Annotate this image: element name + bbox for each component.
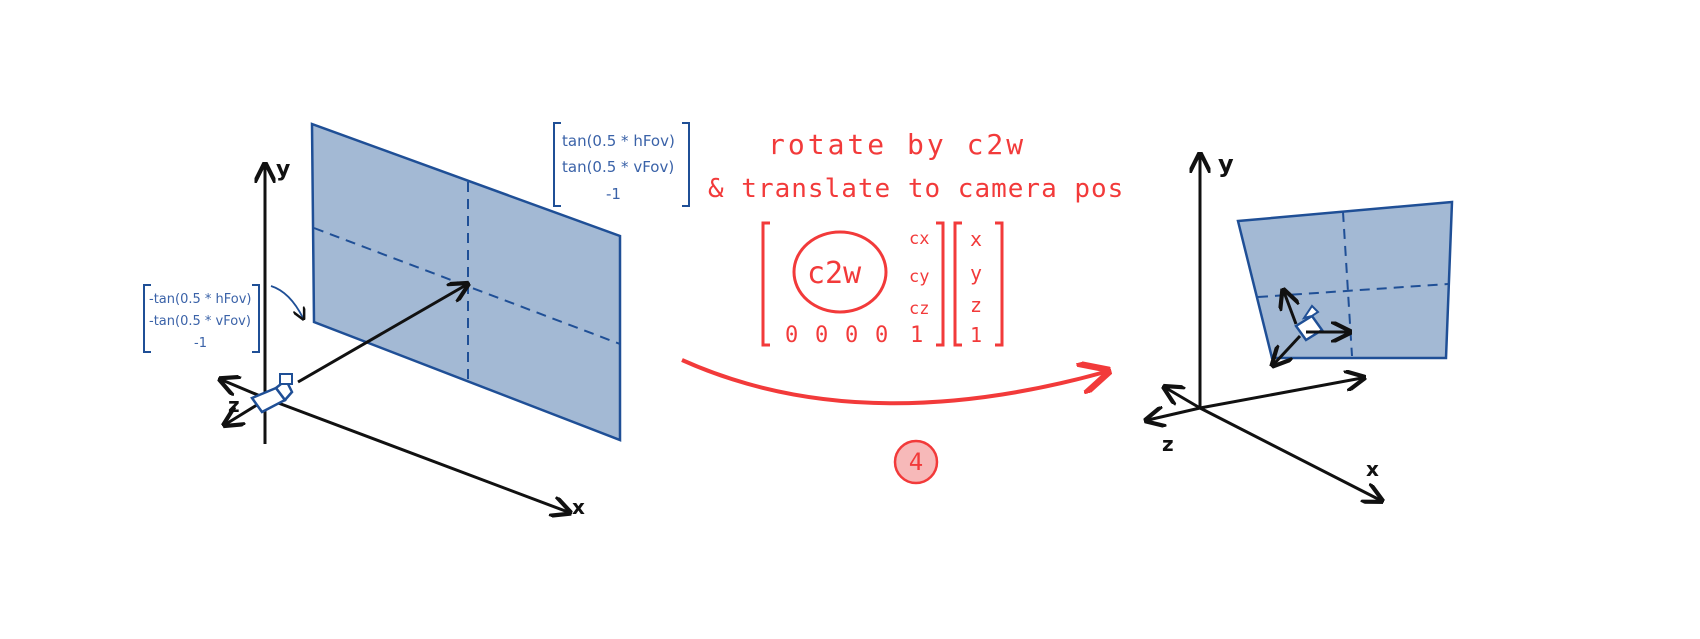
point-vector-entry: x [970,227,982,251]
translation-entry: cz [909,299,929,319]
bottom-row-entry: 0 [785,323,798,348]
right-plane-horizontal-dash [1257,283,1449,298]
bottom-row-entry: 0 [815,323,828,348]
image-plane-vector-row: -1 [606,185,621,203]
corner-vector: -tan(0.5 * hFov) -tan(0.5 * vFov) -1 [143,284,303,353]
translation-entry: cx [909,229,929,249]
left-plane-horizontal-dash [313,227,621,345]
corner-vector-row: -tan(0.5 * vFov) [149,314,251,329]
right-z-axis [1148,408,1201,420]
point-vector-entry: 1 [970,323,982,347]
point-vector-entry: y [970,261,982,285]
left-axis-y-label: y [276,157,290,182]
c2w-matrix: c2w cx cy cz 0 0 0 0 1 [761,221,945,348]
bottom-row-entry: 0 [875,323,888,348]
right-scene: y z x [1148,150,1454,500]
point-vector-entry: z [970,293,982,317]
step-number: 4 [909,448,923,476]
transform-title-line1: rotate by c2w [768,128,1026,161]
right-x-axis [1199,406,1380,500]
left-camera-icon [250,373,294,414]
bottom-row-entry: 0 [845,323,858,348]
right-axis-x-label: x [1366,457,1379,481]
transform-title-line2: & translate to camera pos [708,174,1124,204]
left-camera-ray [297,285,466,384]
transform-annotation: rotate by c2w & translate to camera pos … [681,128,1124,485]
left-x-axis [264,396,568,512]
corner-vector-row: -tan(0.5 * hFov) [149,292,251,307]
point-vector: x y z 1 [953,221,1004,347]
bottom-row-entry: 1 [910,323,923,348]
corner-vector-row: -1 [194,336,207,351]
step-badge: 4 [893,439,939,485]
translation-entry: cy [909,267,929,287]
right-back-diagonal [1166,388,1201,410]
c2w-circle [792,230,888,314]
right-camera-icon [1274,292,1348,364]
right-axis-y-label: y [1218,150,1234,178]
image-plane-vector: tan(0.5 * hFov) tan(0.5 * vFov) -1 [553,122,690,207]
c2w-label: c2w [807,256,862,291]
image-plane-vector-row: tan(0.5 * hFov) [562,132,675,150]
left-scene: y z x tan(0.5 * hFov) tan(0.5 * vFov) -1… [143,122,690,519]
right-axis-z-label: z [1162,432,1174,456]
right-image-plane [1236,200,1454,360]
image-plane-vector-row: tan(0.5 * vFov) [562,158,674,176]
left-axis-x-label: x [572,495,585,519]
transform-arrow [681,358,1105,406]
right-xz-diagonal [1199,378,1362,410]
left-axis-z-label: z [228,393,240,417]
corner-vector-pointer [270,285,303,318]
